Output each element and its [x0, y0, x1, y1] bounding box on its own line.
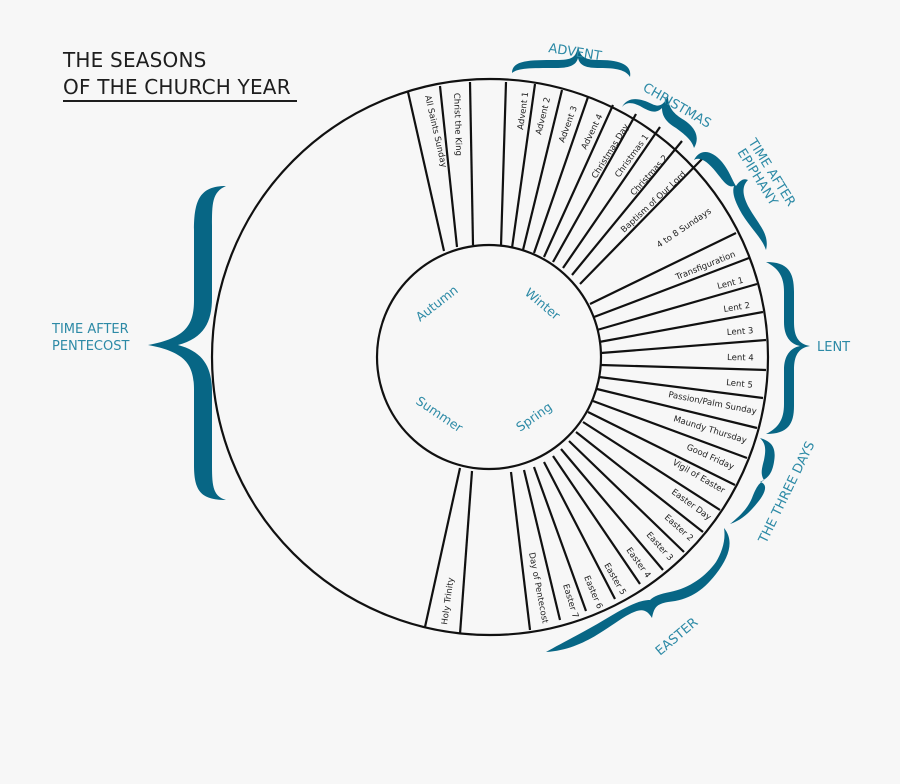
braces: [148, 46, 810, 652]
segment-label: Baptism of Our Lord: [619, 170, 688, 235]
segment-label: Advent 2: [534, 96, 553, 135]
group-easter: EASTER: [653, 615, 701, 659]
spokes: [406, 81, 767, 635]
segment-label: Lent 4: [727, 353, 754, 363]
brace-lent-icon: [766, 262, 810, 434]
brace-easter-icon: [546, 528, 730, 652]
segment-label: Passion/Palm Sunday: [667, 390, 757, 417]
segment-label: Lent 2: [723, 301, 751, 315]
title-line-1: THE SEASONS: [63, 48, 207, 72]
brace-three-days-icon: [730, 438, 775, 524]
brace-advent-icon: [512, 46, 631, 77]
group-pentecost-line1: TIME AFTER: [51, 322, 129, 337]
segment-label: Lent 5: [726, 378, 754, 391]
segment-label: Easter 3: [644, 530, 675, 563]
segment-label: Advent 3: [557, 105, 579, 144]
group-pentecost-line2: PENTECOST: [52, 339, 129, 354]
segment-label: Christ the King: [451, 93, 463, 156]
outer-ring: [210, 77, 770, 637]
segment-label: 4 to 8 Sundays: [655, 206, 714, 250]
group-lent: LENT: [817, 340, 850, 355]
segment-label: Easter 2: [662, 513, 695, 544]
brace-pentecost-icon: [148, 186, 226, 500]
segment-label: Maundy Thursday: [672, 414, 748, 446]
brace-christmas-icon: [622, 96, 697, 148]
segment-label: Holy Trinity: [440, 577, 457, 626]
inner-circle: [375, 243, 603, 471]
segment-label: Lent 3: [727, 326, 754, 338]
title-line-2: OF THE CHURCH YEAR: [63, 75, 297, 102]
